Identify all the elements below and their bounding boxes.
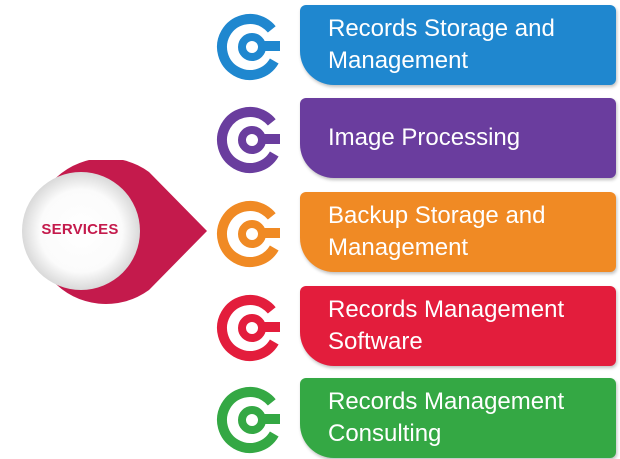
service-label: Records Management Software	[328, 296, 565, 355]
at-ring-icon	[214, 292, 286, 364]
service-label: Records Storage and Management	[328, 15, 555, 74]
at-ring-icon	[214, 11, 286, 83]
at-ring-icon	[214, 384, 286, 456]
service-label: Backup Storage and Management	[328, 202, 546, 261]
service-bar[interactable]: Records Management Consulting	[300, 378, 616, 458]
at-ring-icon	[214, 198, 286, 270]
service-row-backup-storage[interactable]: Backup Storage and Management	[214, 192, 620, 272]
hub-label: SERVICES	[41, 221, 119, 238]
service-row-image-processing[interactable]: Image Processing	[214, 98, 620, 178]
at-ring-icon	[214, 104, 286, 176]
hub-inner-circle	[22, 172, 140, 290]
service-bar[interactable]: Image Processing	[300, 98, 616, 178]
service-row-records-storage[interactable]: Records Storage and Management	[214, 5, 620, 85]
hub-shape	[22, 160, 207, 304]
service-bar[interactable]: Records Storage and Management	[300, 5, 616, 85]
service-row-records-consulting[interactable]: Records Management Consulting	[214, 378, 620, 458]
service-bar[interactable]: Backup Storage and Management	[300, 192, 616, 272]
service-row-records-software[interactable]: Records Management Software	[214, 286, 620, 366]
services-hub: SERVICES	[4, 160, 210, 310]
service-label: Image Processing	[328, 124, 521, 151]
service-label: Records Management Consulting	[328, 388, 565, 447]
service-bar[interactable]: Records Management Software	[300, 286, 616, 366]
